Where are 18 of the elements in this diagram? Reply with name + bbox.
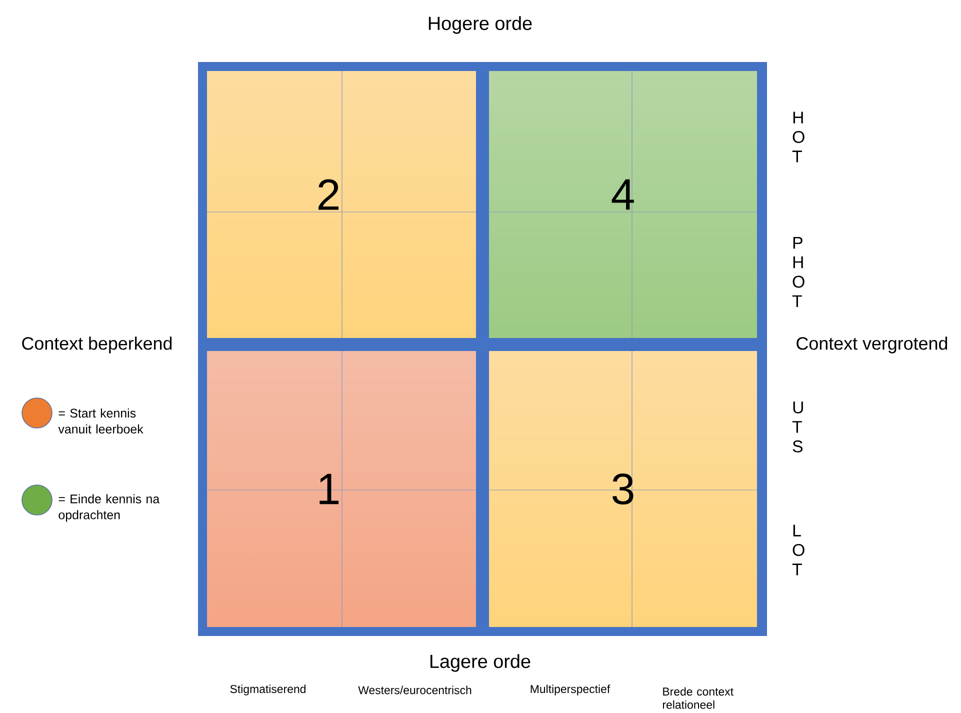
- quadrant-box: 2: [206, 70, 476, 338]
- column-label: Brede context relationeel: [662, 687, 734, 709]
- quadrant-box: 1: [206, 350, 476, 628]
- quadrant-box: 3: [488, 350, 758, 628]
- vertical-label: H O T: [792, 112, 804, 162]
- column-label: Westers/eurocentrisch: [358, 686, 472, 694]
- axis-label: Context vergrotend: [796, 336, 948, 354]
- quadrant-box: 4: [488, 70, 758, 338]
- vertical-label: P H O T: [792, 236, 804, 308]
- legend-text: = Start kennis vanuit leerboek: [58, 408, 144, 434]
- legend-text: = Einde kennis na opdrachten: [58, 494, 160, 522]
- axis-label: Lagere orde: [430, 654, 530, 672]
- column-label: Multiperspectief: [530, 684, 610, 696]
- axis-label: Hogere orde: [428, 16, 532, 34]
- vertical-label: U T S: [792, 402, 803, 452]
- column-label: Stigmatiserend: [230, 684, 306, 696]
- axis-label: Context beperkend: [22, 336, 172, 354]
- vertical-label: L O T: [792, 524, 804, 576]
